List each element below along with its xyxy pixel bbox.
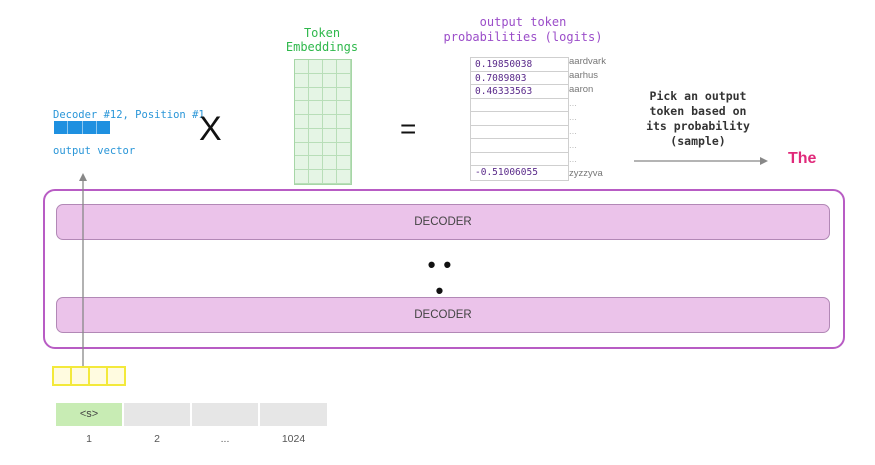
vocab-token-label: ...: [569, 112, 577, 123]
embedding-cell: [295, 87, 309, 102]
token-embeddings-title-line1: Token: [303, 26, 341, 40]
embedding-cell: [295, 156, 309, 171]
logit-row: 0.7089803: [471, 72, 568, 85]
logits-title-line1: output token: [479, 15, 567, 29]
equals-operator: =: [400, 113, 417, 144]
input-embedding-vector: [52, 366, 126, 386]
embedding-cell: [323, 170, 337, 184]
logit-row: [471, 99, 568, 112]
logit-row: [471, 112, 568, 126]
vocab-token-label: zyzzyva: [569, 168, 603, 179]
pick-caption-line1: Pick an output: [649, 89, 747, 103]
sample-arrow: [634, 157, 768, 165]
pick-caption-line2: token based on: [649, 104, 747, 118]
embedding-cell: [295, 128, 309, 143]
embedding-cell: [323, 142, 337, 157]
logit-row: [471, 153, 568, 166]
position-number-3: ...: [220, 433, 230, 445]
token-embeddings-title: Token Embeddings: [272, 26, 372, 54]
vocab-token-label: ...: [569, 140, 577, 151]
position-number-4: 1024: [281, 433, 306, 445]
logit-row: [471, 126, 568, 139]
embedding-cell: [295, 101, 309, 116]
position-cell-1: <s>: [56, 403, 122, 426]
embedding-cell: [323, 60, 337, 74]
multiply-operator: X: [199, 110, 222, 148]
embedding-cell: [295, 170, 309, 184]
embedding-cell: [295, 115, 309, 129]
embedding-cell: [309, 142, 323, 157]
decoder-stack: [43, 189, 845, 349]
vocab-token-label: ...: [569, 126, 577, 137]
embedding-cell: [295, 60, 309, 74]
decoder-output-label-line2: output vector: [53, 145, 136, 157]
embedding-cell: [295, 73, 309, 88]
position-number-2: 2: [154, 433, 160, 445]
embedding-cell: [337, 115, 351, 129]
decoder-block-bottom: DECODER: [56, 297, 830, 333]
embedding-cell: [309, 128, 323, 143]
embedding-cell: [309, 87, 323, 102]
token-embeddings-title-line2: Embeddings: [285, 40, 359, 54]
embedding-cell: [323, 115, 337, 129]
position-cell-4: [260, 403, 327, 426]
embedding-cell: [323, 87, 337, 102]
embedding-cell: [337, 101, 351, 116]
token-embeddings-matrix: [294, 59, 352, 185]
vocab-token-label: ...: [569, 98, 577, 109]
logit-row: [471, 139, 568, 153]
vocab-token-label: aarhus: [569, 70, 599, 81]
embedding-cell: [337, 73, 351, 88]
pick-caption-line4: (sample): [670, 134, 726, 148]
embedding-cell: [309, 170, 323, 184]
embedding-cell: [337, 142, 351, 157]
pick-token-caption: Pick an output token based on its probab…: [628, 89, 768, 149]
decoder-output-vector: [54, 121, 110, 134]
embedding-cell: [337, 60, 351, 74]
embedding-cell: [337, 87, 351, 102]
position-number-1: 1: [86, 433, 92, 445]
embedding-cell: [309, 115, 323, 129]
position-cell-2: [124, 403, 190, 426]
decoder-output-label: Decoder #12, Position #1 output vector: [53, 85, 205, 169]
decoder-stack-ellipsis: • • •: [427, 252, 453, 303]
logit-row: 0.46333563: [471, 85, 568, 99]
logit-row: 0.19850038: [471, 58, 568, 72]
decoder-block-top: DECODER: [56, 204, 830, 240]
vocab-token-label: aaron: [569, 84, 594, 95]
logits-title-line2: probabilities (logits): [443, 30, 603, 44]
embedding-cell: [309, 156, 323, 171]
embedding-cell: [337, 128, 351, 143]
embedding-cell: [323, 101, 337, 116]
embedding-cell: [323, 73, 337, 88]
decoder-output-label-line1: Decoder #12, Position #1: [53, 109, 205, 121]
embedding-cell: [309, 101, 323, 116]
pick-caption-line3: its probability: [646, 119, 750, 133]
flow-up-arrow: [79, 173, 87, 366]
embedding-cell: [309, 60, 323, 74]
embedding-cell: [337, 170, 351, 184]
logit-row: -0.51006055: [475, 167, 538, 178]
embedding-cell: [337, 156, 351, 171]
vocab-token-label: aardvark: [569, 56, 606, 67]
position-cell-3: [192, 403, 258, 426]
embedding-cell: [309, 73, 323, 88]
embedding-cell: [323, 128, 337, 143]
embedding-cell: [295, 142, 309, 157]
output-token-word: The: [788, 150, 817, 167]
vocab-token-label: ...: [569, 154, 577, 165]
embedding-cell: [323, 156, 337, 171]
logits-title: output token probabilities (logits): [423, 15, 623, 45]
